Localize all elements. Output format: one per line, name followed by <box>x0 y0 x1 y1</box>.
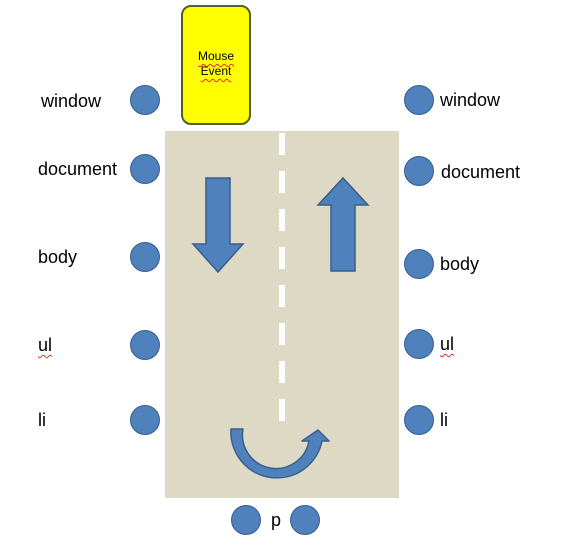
target-node-in <box>231 505 261 535</box>
bubble-node-document <box>404 156 434 186</box>
capture-node-document <box>130 154 160 184</box>
capture-node-li <box>130 405 160 435</box>
bubble-node-window <box>404 85 434 115</box>
bubble-node-li <box>404 405 434 435</box>
capture-label-ul: ul <box>38 335 53 355</box>
capture-node-window <box>130 85 160 115</box>
capture-node-body <box>130 242 160 272</box>
bubble-label-li: li <box>440 410 448 430</box>
capture-label-document: document <box>38 159 118 179</box>
lane-divider <box>279 133 285 155</box>
mouse-event-box: Mouse Event <box>181 5 251 125</box>
bubble-label-document: document <box>441 162 521 182</box>
arrow-down-icon <box>191 177 245 274</box>
lane-divider <box>279 209 285 231</box>
target-label-p: p <box>271 510 282 530</box>
lane-divider <box>279 361 285 383</box>
bubble-label-ul: ul <box>440 334 455 354</box>
u-turn-arrow-icon <box>230 428 330 479</box>
bubble-label-window: window <box>440 90 501 110</box>
mouse-event-line2: Event <box>200 64 232 78</box>
lane-divider <box>279 323 285 345</box>
bubble-label-body: body <box>440 254 480 274</box>
lane-divider <box>279 285 285 307</box>
target-node-out <box>290 505 320 535</box>
bubble-node-body <box>404 249 434 279</box>
capture-label-body: body <box>38 247 78 267</box>
arrow-up-icon <box>316 176 370 272</box>
mouse-event-line1: Mouse <box>197 49 235 63</box>
bubble-node-ul <box>404 329 434 359</box>
capture-label-window: window <box>41 91 102 111</box>
capture-node-ul <box>130 330 160 360</box>
lane-divider <box>279 247 285 269</box>
capture-label-li: li <box>38 410 46 430</box>
lane-divider <box>279 399 285 421</box>
lane-divider <box>279 171 285 193</box>
